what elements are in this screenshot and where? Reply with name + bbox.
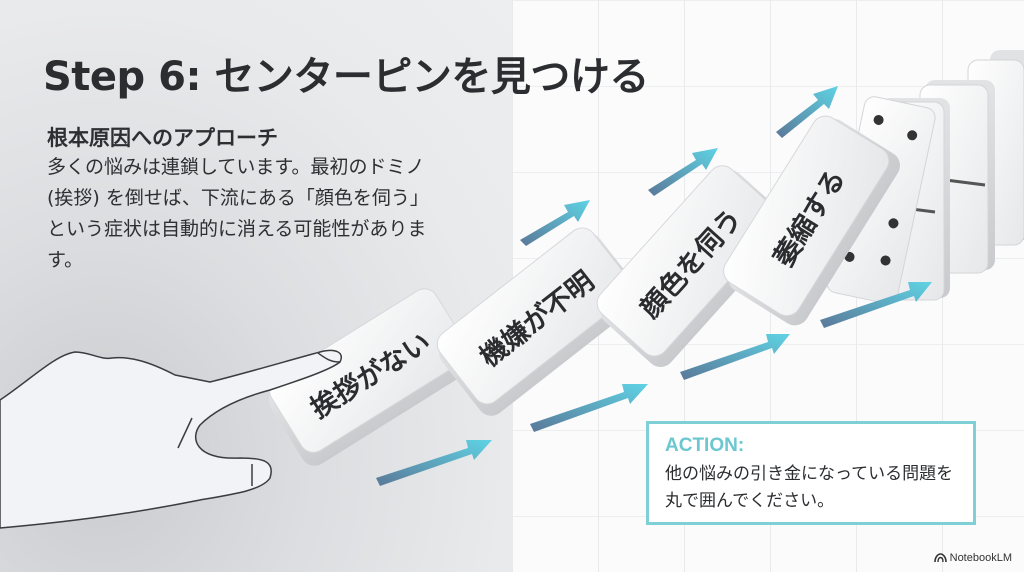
- standing-dominoes: [826, 50, 1024, 305]
- notebooklm-logo-icon: [933, 553, 947, 563]
- action-callout: ACTION: 他の悩みの引き金になっている問題を丸で囲んでください。: [646, 421, 976, 525]
- arrow-icon: [376, 86, 932, 486]
- section-subtitle: 根本原因へのアプローチ: [47, 126, 278, 150]
- brand-watermark: NotebookLM: [933, 552, 1012, 564]
- action-title: ACTION:: [665, 435, 745, 456]
- action-instruction: 他の悩みの引き金になっている問題を丸で囲んでください。: [665, 464, 954, 511]
- description-text: 多くの悩みは連鎖しています。最初のドミノ (挨拶) を倒せば、下流にある「顔色を…: [47, 156, 427, 271]
- chain-arrows: [376, 86, 932, 486]
- pointing-hand-icon: [0, 349, 342, 529]
- page-title: Step 6: センターピンを見つける: [43, 54, 649, 100]
- domino-4: 萎縮する: [723, 115, 900, 326]
- brand-label: NotebookLM: [949, 552, 1012, 564]
